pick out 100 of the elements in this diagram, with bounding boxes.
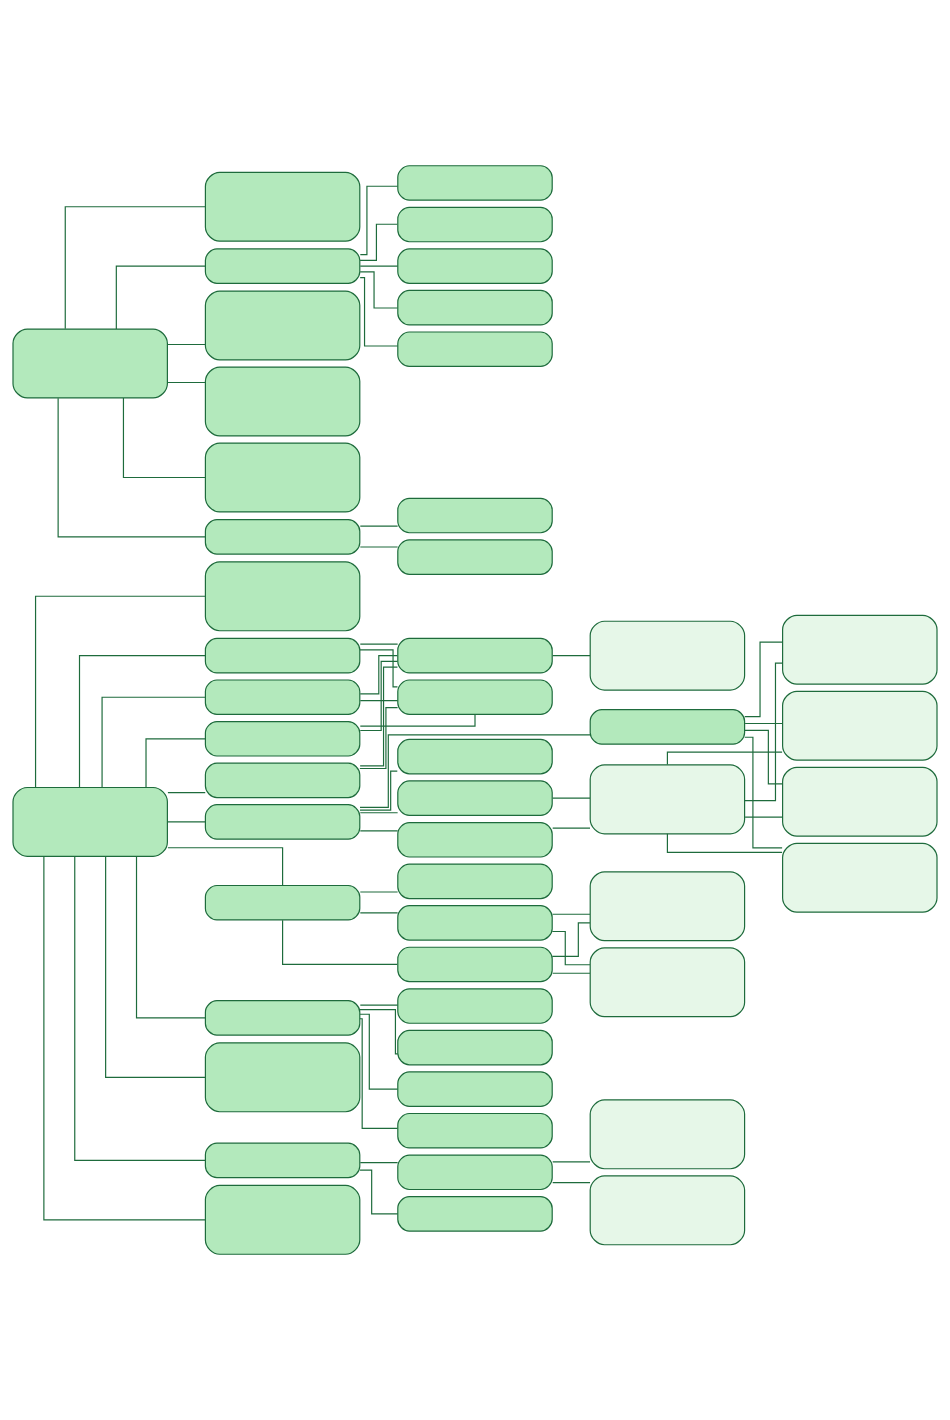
node-box (589, 947, 746, 1018)
connector (666, 751, 783, 766)
node-box (397, 1071, 553, 1107)
connector (744, 722, 784, 725)
node-box (397, 738, 553, 775)
node-box (397, 206, 553, 243)
connector (359, 830, 399, 832)
connector (57, 397, 206, 538)
node-box (397, 1029, 553, 1066)
node-box (397, 905, 553, 941)
connector (359, 770, 398, 811)
connector (115, 265, 206, 330)
node-box (204, 290, 361, 361)
node-box (397, 1154, 553, 1191)
connector (359, 271, 399, 309)
node-box (589, 1099, 746, 1170)
node-box (204, 1000, 361, 1036)
connector (744, 736, 783, 849)
node-box (204, 171, 361, 242)
node-box (397, 637, 553, 674)
connector (145, 738, 206, 788)
connector (552, 827, 591, 829)
node-box (204, 442, 361, 513)
node-box (782, 766, 938, 837)
connector (552, 1182, 591, 1184)
connector (359, 277, 399, 347)
connector (666, 833, 783, 854)
connector (744, 816, 784, 818)
connector (359, 655, 398, 695)
node-box (397, 248, 553, 284)
node-box (397, 780, 553, 816)
node-box (397, 539, 553, 575)
node-box (397, 988, 553, 1024)
node-box (589, 764, 746, 835)
connector (359, 812, 399, 814)
connector (552, 913, 591, 915)
connector (552, 1161, 591, 1163)
connector (551, 930, 591, 966)
node-box (589, 709, 746, 745)
connector (359, 1169, 399, 1215)
node-box (589, 1175, 746, 1246)
connector (43, 855, 206, 1221)
connector (359, 700, 399, 702)
connector (64, 206, 206, 330)
node-box (782, 614, 938, 685)
node-box (397, 289, 553, 326)
node-box (204, 679, 361, 716)
node-box (397, 331, 553, 368)
node-box (397, 1112, 553, 1149)
node-box (782, 842, 938, 913)
node-box (204, 804, 361, 840)
node-box (204, 248, 361, 284)
node-box (397, 863, 553, 900)
connector (359, 649, 399, 688)
node-box (397, 946, 553, 983)
node-box (204, 1184, 361, 1255)
connector (167, 847, 284, 886)
connector (359, 185, 399, 256)
node-box (204, 561, 361, 632)
connector (359, 714, 476, 727)
connector (135, 855, 206, 1019)
connector (359, 643, 399, 645)
connector (359, 666, 399, 767)
connector (744, 729, 783, 785)
connector (551, 922, 591, 957)
node-box (589, 620, 746, 691)
connector (359, 660, 399, 732)
connector (167, 381, 206, 384)
connector (552, 797, 591, 799)
node-box (204, 366, 361, 437)
node-box (204, 519, 361, 555)
connector (105, 856, 206, 1078)
node-box (204, 1142, 361, 1179)
connector (359, 734, 591, 808)
connector (359, 1009, 399, 1055)
node-box (397, 1196, 553, 1232)
connector (282, 919, 398, 966)
connector (552, 972, 591, 974)
node-box (204, 884, 361, 921)
node-box (12, 328, 168, 399)
connector (744, 641, 783, 718)
connector (359, 525, 399, 527)
connector (78, 655, 206, 789)
connector (34, 595, 206, 788)
connector (359, 223, 398, 261)
connector (744, 662, 783, 802)
connector (167, 343, 206, 346)
node-box (782, 690, 938, 761)
node-box (12, 786, 168, 857)
node-box (589, 871, 746, 942)
node-box (397, 497, 553, 534)
node-box (397, 165, 553, 201)
connector (122, 397, 206, 479)
connector (359, 1018, 399, 1129)
node-box (397, 821, 553, 858)
connector (74, 855, 206, 1161)
connector (167, 821, 206, 823)
connector (552, 655, 591, 657)
connector (101, 696, 206, 788)
node-box (204, 762, 361, 799)
